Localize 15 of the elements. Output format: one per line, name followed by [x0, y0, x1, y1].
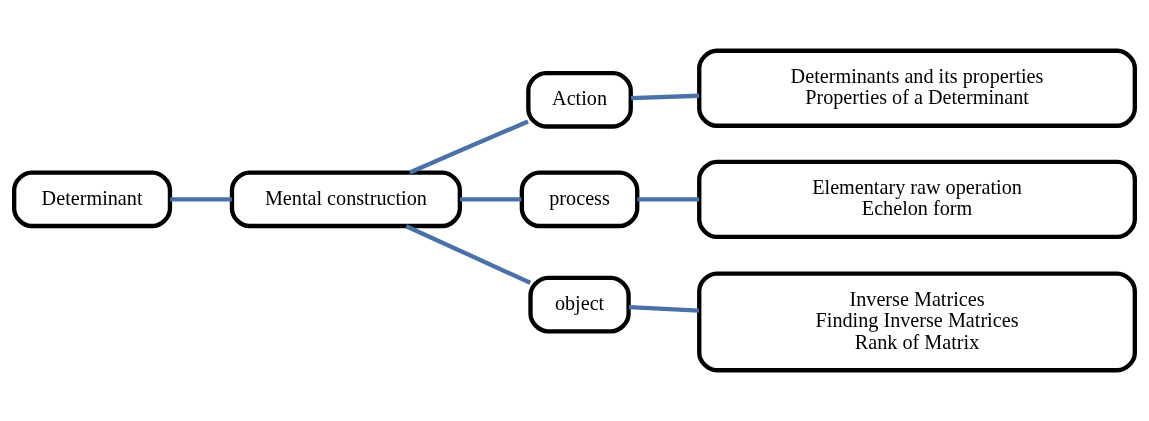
- node-box: process: [519, 170, 640, 229]
- node-box: Inverse Matrices Finding Inverse Matrices Rank of Matrix: [697, 271, 1137, 373]
- connector: [631, 93, 700, 101]
- connector: [405, 224, 532, 285]
- connector: [637, 197, 700, 202]
- connector: [408, 119, 529, 175]
- node-box: Action: [526, 70, 633, 129]
- node-box: Determinants and its properties Properties of a Determinant: [697, 48, 1137, 128]
- connector: [628, 304, 700, 313]
- node-box: Elementary raw operation Echelon form: [697, 159, 1137, 239]
- connector: [170, 197, 232, 202]
- node-box: Determinant: [12, 170, 173, 229]
- node-box: object: [528, 275, 631, 334]
- connector: [460, 197, 522, 202]
- node-box: Mental construction: [229, 170, 462, 229]
